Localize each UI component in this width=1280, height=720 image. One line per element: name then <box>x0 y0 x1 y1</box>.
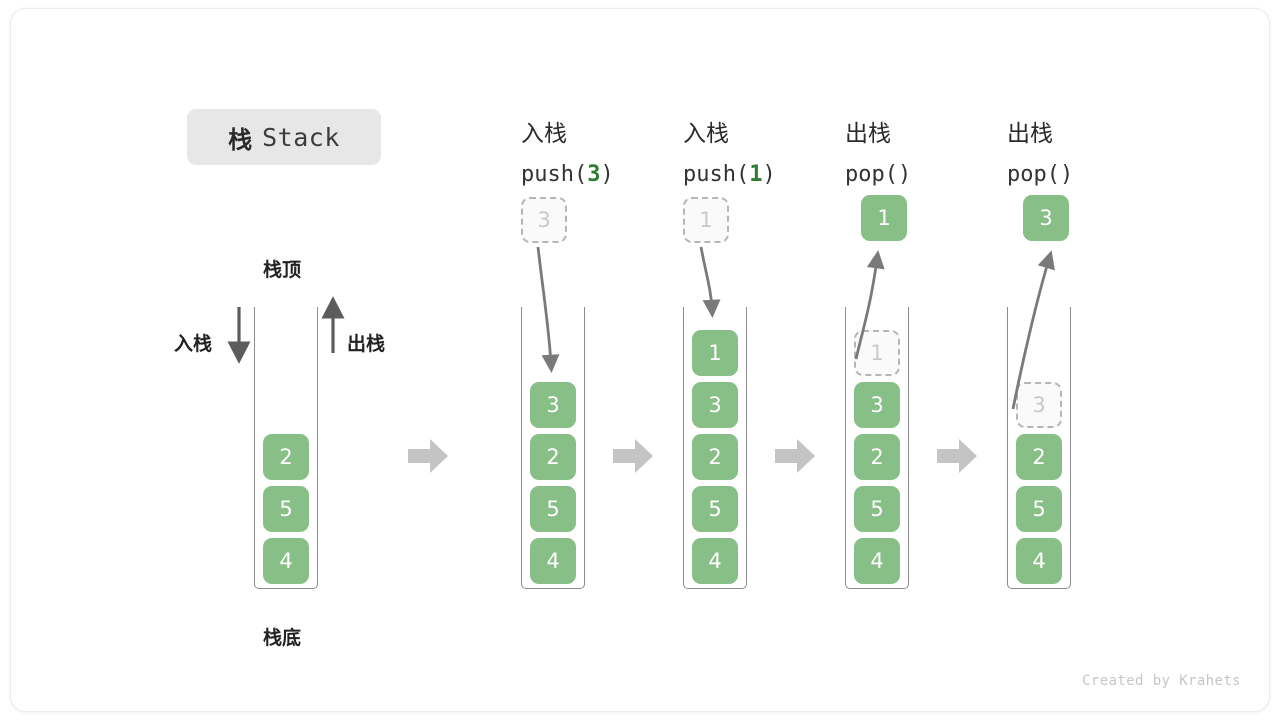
stack-bottom-label: 栈底 <box>263 628 302 649</box>
op-code-pre-push-3: push( <box>521 162 588 187</box>
title-en: Stack <box>262 122 340 152</box>
stack-cell: 5 <box>530 486 576 532</box>
op-code-arg-push-3: 3 <box>587 162 601 187</box>
stack-walls <box>1007 307 1071 589</box>
op-header-push-3: 入栈 push(3) <box>521 113 614 195</box>
stack-walls <box>254 307 318 589</box>
stack-column-push-1: 4 5 2 3 1 <box>683 307 747 589</box>
stack-cell: 4 <box>692 538 738 584</box>
motion-arrow-push-1 <box>699 246 721 318</box>
stack-column-initial: 4 5 2 <box>254 307 318 589</box>
stack-walls <box>521 307 585 589</box>
transition-arrow-3 <box>775 439 815 473</box>
stack-walls <box>845 307 909 589</box>
stack-cell: 2 <box>854 434 900 480</box>
op-code-pre-push-1: push( <box>683 162 750 187</box>
op-code-pre-pop-1: pop( <box>845 162 898 187</box>
stack-slots-push-1: 4 5 2 3 1 <box>683 330 747 584</box>
op-header-push-1: 入栈 push(1) <box>683 113 776 195</box>
floating-cell-pop-1: 1 <box>861 195 907 241</box>
floating-cell-push-3: 3 <box>521 197 567 243</box>
stack-slots-push-3: 4 5 2 3 <box>521 382 585 584</box>
diagram-title: 栈 Stack <box>187 109 381 165</box>
stack-slots-initial: 4 5 2 <box>254 434 318 584</box>
op-code-post-push-1: ) <box>762 162 776 187</box>
stack-cell: 3 <box>692 382 738 428</box>
transition-arrow-2 <box>613 439 653 473</box>
op-cn-push-3: 入栈 <box>521 120 567 146</box>
op-header-pop-1: 出栈 pop() <box>845 113 911 195</box>
stack-cell: 1 <box>692 330 738 376</box>
op-cn-pop-3: 出栈 <box>1007 120 1053 146</box>
stack-slots-pop-1: 4 5 2 3 1 <box>845 330 909 584</box>
stack-walls <box>683 307 747 589</box>
floating-cell-pop-3: 3 <box>1023 195 1069 241</box>
stack-column-pop-3: 4 5 2 3 <box>1007 307 1071 589</box>
stack-column-pop-1: 4 5 2 3 1 <box>845 307 909 589</box>
transition-arrow-1 <box>408 439 448 473</box>
op-code-pre-pop-3: pop( <box>1007 162 1060 187</box>
stack-cell: 2 <box>530 434 576 480</box>
floating-cell-push-1: 1 <box>683 197 729 243</box>
stack-cell: 2 <box>263 434 309 480</box>
op-cn-pop-1: 出栈 <box>845 120 891 146</box>
stack-slots-pop-3: 4 5 2 3 <box>1007 382 1071 584</box>
pop-direction-label: 出栈 <box>347 334 386 355</box>
stack-cell: 2 <box>1016 434 1062 480</box>
stack-cell: 4 <box>1016 538 1062 584</box>
op-cn-push-1: 入栈 <box>683 120 729 146</box>
stack-cell: 5 <box>692 486 738 532</box>
op-code-post-pop-3: ) <box>1059 162 1074 187</box>
stack-column-push-3: 4 5 2 3 <box>521 307 585 589</box>
op-code-arg-push-1: 1 <box>749 162 763 187</box>
op-code-post-push-3: ) <box>600 162 614 187</box>
push-direction-label: 入栈 <box>174 334 213 355</box>
op-header-pop-3: 出栈 pop() <box>1007 113 1073 195</box>
stack-cell-ghost: 3 <box>1016 382 1062 428</box>
transition-arrow-4 <box>937 439 977 473</box>
stack-cell: 2 <box>692 434 738 480</box>
stack-cell: 4 <box>263 538 309 584</box>
credit-text: Created by Krahets <box>1082 673 1241 689</box>
stack-cell: 5 <box>1016 486 1062 532</box>
title-cn: 栈 <box>228 126 253 154</box>
stack-cell-ghost: 1 <box>854 330 900 376</box>
stack-cell: 4 <box>854 538 900 584</box>
op-code-post-pop-1: ) <box>897 162 912 187</box>
stack-cell: 3 <box>530 382 576 428</box>
stack-cell: 3 <box>854 382 900 428</box>
stack-cell: 5 <box>854 486 900 532</box>
stack-cell: 5 <box>263 486 309 532</box>
diagram-canvas: 栈 Stack 栈顶 栈底 入栈 出栈 入栈 push(3) 入栈 push(1… <box>10 8 1270 712</box>
stack-cell: 4 <box>530 538 576 584</box>
stack-top-label: 栈顶 <box>263 260 302 281</box>
